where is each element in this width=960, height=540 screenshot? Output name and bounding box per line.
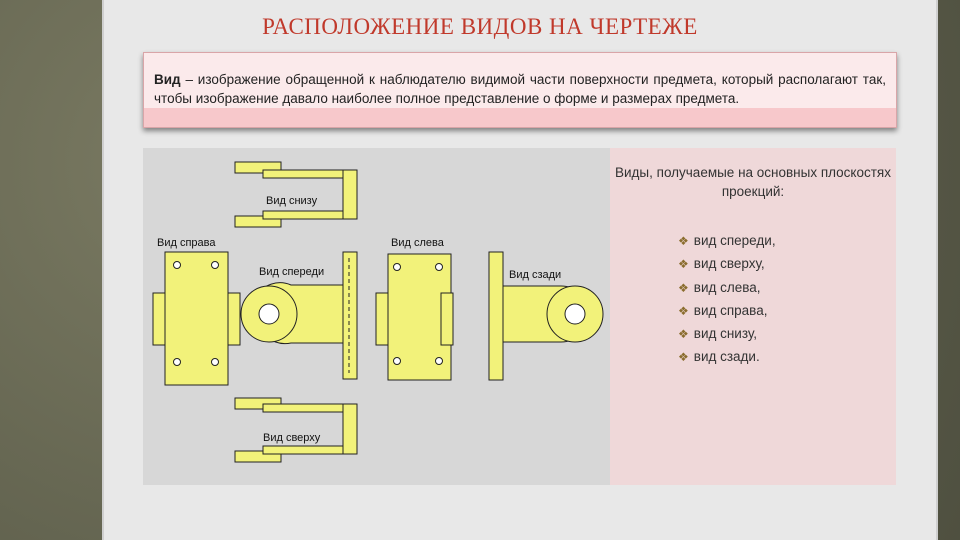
label-bottom-view: Вид снизу [266,195,318,207]
orthographic-views-drawing: Вид снизу Вид справа Вид спереди Вид сле… [152,161,604,463]
definition-box: Вид – изображение обращенной к наблюдате… [143,52,897,128]
list-item-label: вид слева, [693,279,761,295]
list-item-label: вид сверху, [693,256,765,272]
list-item: ❖ вид справа, [678,299,776,322]
label-left-view: Вид слева [391,237,445,249]
label-right-view: Вид справа [157,237,216,249]
definition-text: Вид – изображение обращенной к наблюдате… [154,71,886,108]
rear-view-drawing [488,251,604,381]
views-list: ❖ вид спереди, ❖ вид сверху, ❖ вид слева, ❖… [678,229,776,369]
list-item: ❖ вид слева, [678,276,776,299]
front-view-drawing [240,251,358,380]
list-item-label: вид справа, [693,302,768,318]
definition-box-highlight [144,53,896,108]
right-view-drawing [152,251,241,386]
left-view-drawing [375,253,454,381]
diamond-bullet-icon: ❖ [678,234,689,248]
views-list-panel: Виды, получаемые на основных плоскостях … [610,148,896,485]
diamond-bullet-icon: ❖ [678,280,689,295]
list-item-label: вид спереди, [693,233,776,248]
list-item: ❖ вид сзади. [678,345,776,368]
slide-title: РАСПОЛОЖЕНИЕ ВИДОВ НА ЧЕРТЕЖЕ [262,14,698,39]
label-front-view: Вид спереди [259,266,324,278]
panel-heading: Виды, получаемые на основных плоскостях … [615,165,891,199]
diamond-bullet-icon: ❖ [678,350,689,365]
diamond-bullet-icon: ❖ [678,327,689,342]
diamond-bullet-icon: ❖ [678,257,689,272]
top-view-drawing [234,397,358,463]
label-top-view: Вид сверху [263,432,321,444]
list-item-label: вид сзади. [693,349,760,365]
definition-body: – изображение обращенной к наблюдателю в… [154,72,886,106]
diamond-bullet-icon: ❖ [678,303,689,318]
label-rear-view: Вид сзади [509,269,561,281]
bottom-view-drawing [234,161,358,228]
views-drawing-area: Вид снизу Вид справа Вид спереди Вид сле… [143,148,610,485]
list-item: ❖ вид спереди, [678,229,776,252]
list-item: ❖ вид снизу, [678,322,776,345]
definition-term: Вид [154,72,181,87]
list-item-label: вид снизу, [693,326,758,342]
list-item: ❖ вид сверху, [678,252,776,275]
